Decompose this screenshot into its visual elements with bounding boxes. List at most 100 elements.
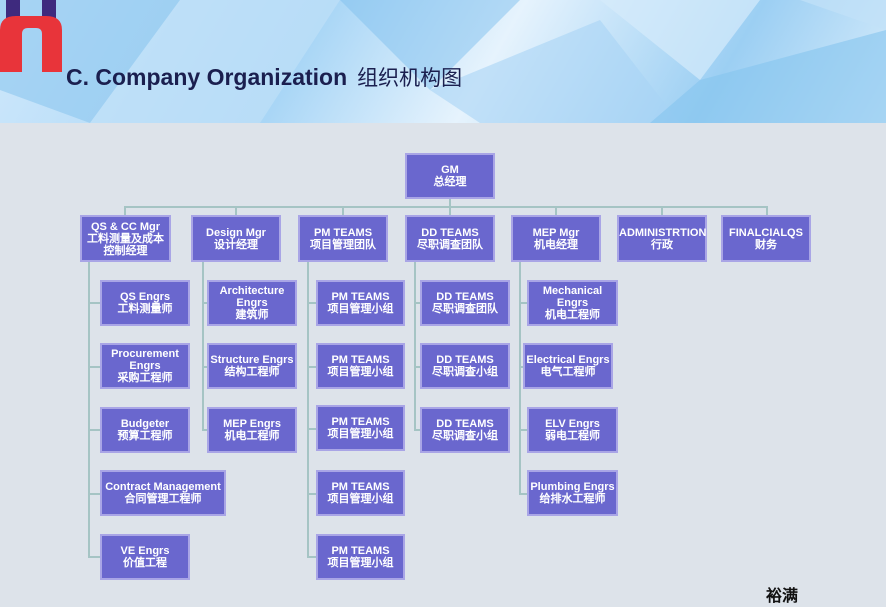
connector [307,493,316,495]
connector [202,429,208,431]
node-label-cn: 项目管理小组 [327,303,394,315]
node-label-cn: 项目管理小组 [327,493,394,505]
node-label-en: PM TEAMS [331,291,390,303]
node-label-cn: 机电工程师 [224,430,280,442]
node-label-en: ELV Engrs [545,418,600,430]
node-label-en: PM TEAMS [331,354,390,366]
node-label-en: QS Engrs [119,291,171,303]
connector [202,262,204,430]
connector [519,302,527,304]
node-label-cn: 尽职调查小组 [432,430,498,442]
connector [307,302,316,304]
connector [235,206,237,216]
node-label-cn: 机电工程师 [545,309,600,321]
node-label-en: MEP Engrs [223,418,281,430]
connector [88,429,100,431]
connector [88,302,100,304]
node-label-cn: 项目管理小组 [327,428,394,440]
connector [88,262,90,558]
connector [519,493,527,495]
node-label-cn: 给排水工程师 [539,493,606,505]
node-label-en: DD TEAMS [436,354,494,366]
node-label-cn: 电气工程师 [540,366,596,378]
node-label-en: Architecture Engrs [219,285,285,309]
node-label-cn: 机电经理 [534,238,578,251]
title-cn: 组织机构图 [357,66,463,90]
node-label-en: FINALCIALQS [729,226,803,239]
connector [88,366,100,368]
node-label-en: DD TEAMS [436,418,494,430]
node-label-cn: 设计经理 [214,238,258,251]
title-en: C. Company Organization [66,64,348,90]
node-label-cn: 价值工程 [123,557,167,569]
node-label-cn: 工料测量师 [117,303,173,315]
header-banner: C. Company Organization 组织机构图 [0,0,886,123]
node-label-cn: 结构工程师 [224,366,280,378]
node-label-cn: 工料测量及成本控制经理 [87,232,164,257]
node-label-cn: 尽职调查小组 [432,366,498,378]
connector [307,262,309,558]
node-label-en: Electrical Engrs [526,354,610,366]
connector [124,206,126,216]
node-label-cn: 项目管理小组 [327,557,394,569]
connector [555,206,557,216]
node-label-cn: 财务 [755,238,777,251]
connector [519,429,527,431]
node-label-cn: 行政 [651,238,673,251]
connector [661,206,663,216]
node-label-cn: 项目管理小组 [327,366,394,378]
node-label-en: Procurement Engrs [111,348,179,372]
node-label-en: PM TEAMS [313,226,373,239]
connector [307,556,316,558]
node-label-en: QS & CC Mgr [90,220,161,233]
connector [202,302,208,304]
node-label-en: PM TEAMS [331,545,390,557]
signature: 裕满 [766,586,799,605]
node-label-en: DD TEAMS [421,226,479,239]
page-title: C. Company Organization 组织机构图 [66,62,462,92]
node-label-en: Structure Engrs [210,354,294,366]
connector [414,429,420,431]
company-logo [0,0,62,72]
node-label-cn: 尽职调查团队 [417,238,483,251]
connector [766,206,768,216]
connector [414,302,420,304]
connector [519,262,521,494]
node-label-cn: 项目管理团队 [310,238,376,251]
node-label-en: ADMINISTRTION [619,226,707,239]
node-label-cn: 建筑师 [235,309,269,321]
node-label-en: MEP Mgr [532,226,580,239]
node-label-cn: 总经理 [433,176,467,188]
node-label-cn: 采购工程师 [117,372,173,384]
node-label-cn: 预算工程师 [117,430,173,442]
connector [307,428,316,430]
background-polygons [0,0,886,123]
node-label-en: Plumbing Engrs [530,481,615,493]
connector [449,198,451,208]
